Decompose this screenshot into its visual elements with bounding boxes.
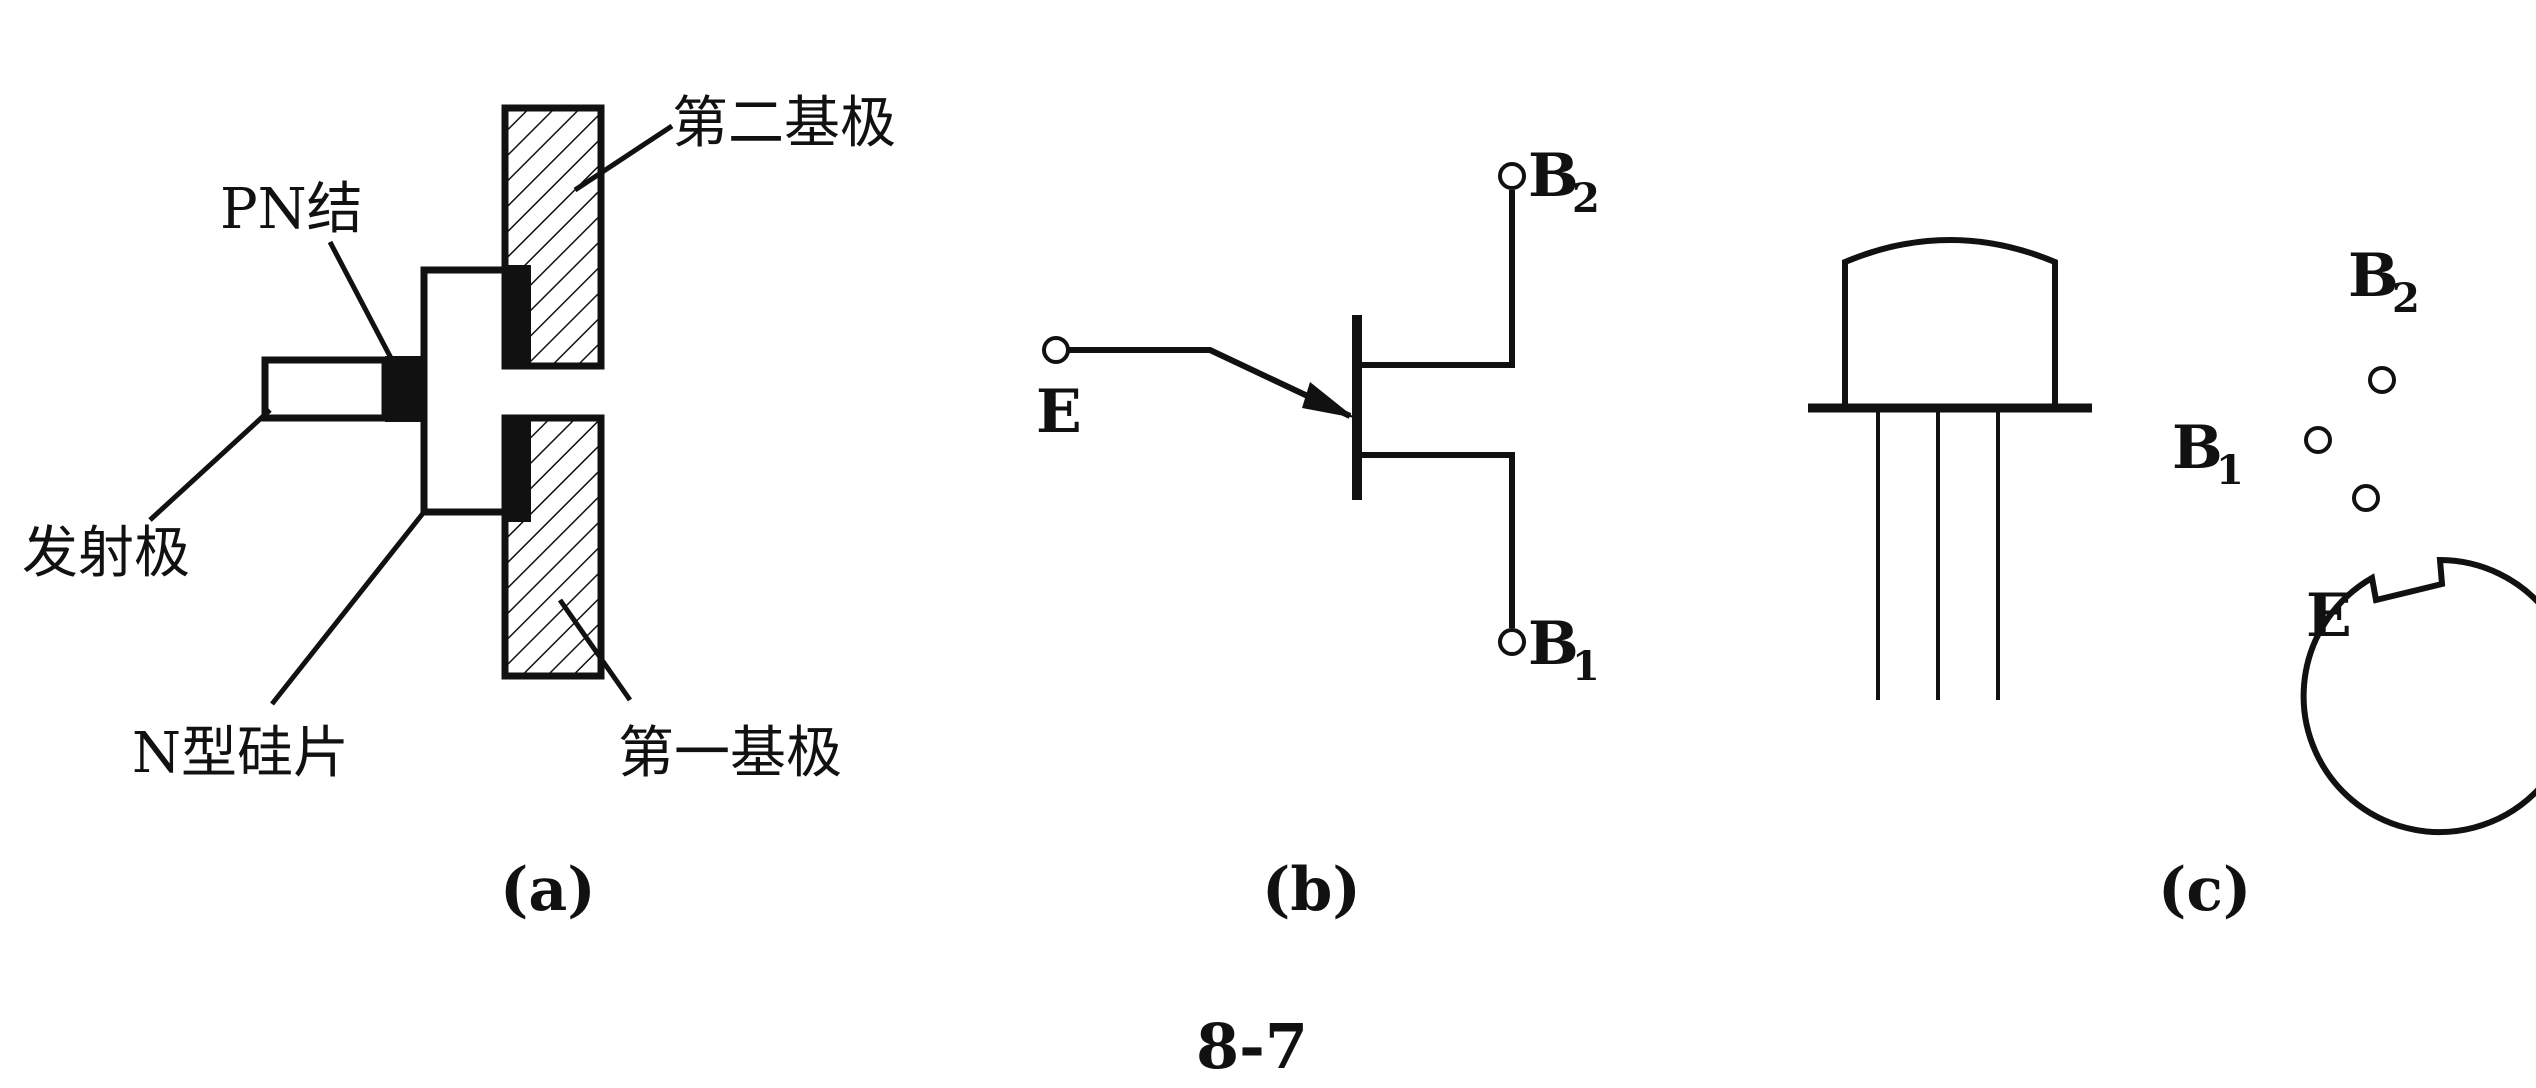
leader-second-base	[573, 123, 674, 193]
terminal-b2	[1498, 162, 1526, 190]
pn-junction-block	[385, 356, 424, 422]
symbol-b1-lead	[1357, 452, 1515, 628]
pin-e	[2352, 484, 2380, 512]
label-c-emitter: E	[2306, 581, 2352, 651]
label-c-base2-sub: 2	[2392, 275, 2420, 322]
label-emitter: 发射极	[22, 521, 190, 586]
terminal-e	[1042, 336, 1070, 364]
label-c-base1: B	[2172, 413, 2223, 483]
label-b-emitter: E	[1036, 377, 1082, 447]
package-bottom-outline	[2300, 556, 2536, 835]
emitter-arrow-head	[1302, 382, 1355, 418]
leader-pn-junction	[327, 240, 395, 362]
label-second-base: 第二基极	[672, 91, 896, 156]
leader-n-silicon	[270, 510, 426, 706]
label-c-base2: B	[2348, 241, 2399, 311]
label-b-base1-sub: 1	[1572, 643, 1600, 690]
label-first-base: 第一基极	[618, 721, 842, 786]
leader-emitter	[148, 408, 272, 522]
lower-contact-strip	[505, 418, 531, 522]
n-silicon-wafer	[420, 266, 509, 516]
caption-a: (a)	[500, 855, 596, 925]
label-b-base2: B	[1528, 141, 1579, 211]
label-pn-junction: PN结	[220, 177, 363, 242]
upper-contact-strip	[505, 265, 531, 369]
label-b-base2-sub: 2	[1572, 175, 1600, 222]
label-n-silicon: N型硅片	[132, 721, 349, 786]
label-c-base1-sub: 1	[2216, 447, 2244, 494]
leader-first-base	[557, 598, 633, 702]
panel-b-symbol	[1042, 162, 1526, 656]
caption-b: (b)	[1262, 855, 1361, 925]
package-cap	[1842, 237, 2058, 408]
pin-b2	[2368, 366, 2396, 394]
terminal-b1	[1498, 628, 1526, 656]
label-b-base1: B	[1528, 609, 1579, 679]
symbol-emitter-lead	[1068, 347, 1352, 419]
pin-b1	[2304, 426, 2332, 454]
emitter-rod	[261, 356, 389, 422]
figure-number: 8-7	[1196, 1010, 1308, 1083]
caption-c: (c)	[2158, 855, 2251, 925]
panel-a-structure	[148, 104, 674, 706]
symbol-b2-lead	[1357, 190, 1515, 368]
panel-c-package	[1808, 237, 2536, 835]
